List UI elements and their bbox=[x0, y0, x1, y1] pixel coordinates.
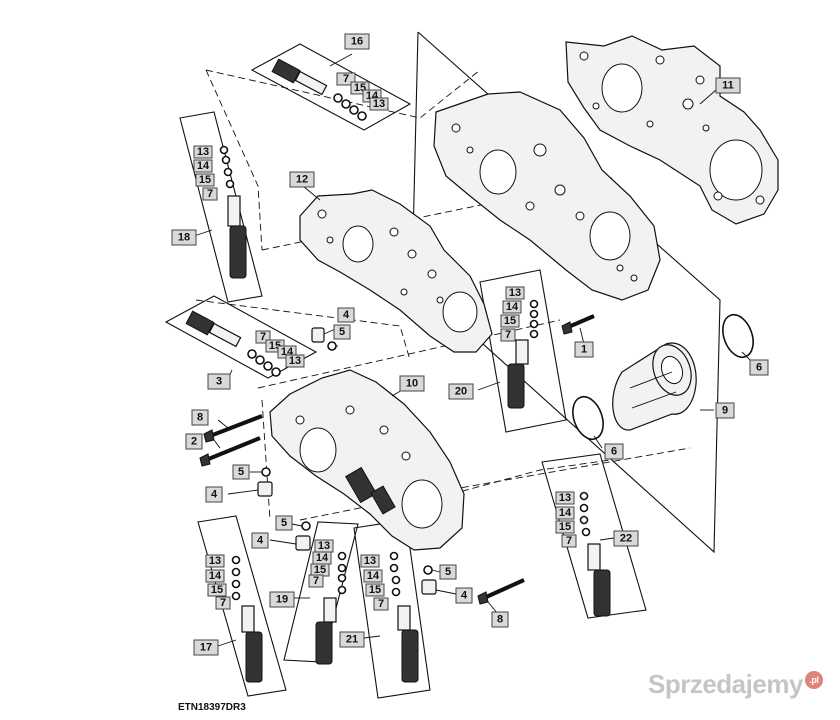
callout-7d: 7 bbox=[260, 331, 266, 343]
plugs bbox=[257, 327, 437, 595]
gasket-11 bbox=[565, 35, 779, 225]
callout-8a: 8 bbox=[197, 412, 203, 424]
callout-13d: 13 bbox=[289, 355, 301, 367]
frame-19 bbox=[283, 521, 359, 663]
callout-19: 19 bbox=[276, 594, 288, 606]
gasket-12 bbox=[299, 189, 493, 353]
bolt-8a-head bbox=[203, 429, 215, 443]
callout-4b: 4 bbox=[211, 489, 218, 501]
dash-line-left bbox=[205, 69, 263, 251]
callout-14c: 14 bbox=[506, 301, 519, 313]
callout-14f: 14 bbox=[209, 570, 222, 582]
callout-13b: 13 bbox=[197, 146, 209, 158]
callout-11: 11 bbox=[722, 80, 734, 92]
frame-22 bbox=[541, 453, 647, 619]
callout-7g: 7 bbox=[313, 575, 319, 587]
bolt-8b-shaft bbox=[483, 578, 525, 600]
leader-lines bbox=[193, 53, 753, 647]
piston-assembly bbox=[572, 313, 754, 441]
callout-15f: 15 bbox=[211, 584, 223, 596]
callout-14b: 14 bbox=[197, 160, 210, 172]
callout-4d: 4 bbox=[461, 590, 468, 602]
frame-17 bbox=[197, 515, 287, 697]
frame-20 bbox=[479, 269, 567, 433]
dash-line-low4 bbox=[429, 459, 611, 501]
figure-code: ETN18397DR3 bbox=[178, 702, 246, 713]
callout-2: 2 bbox=[191, 436, 197, 448]
callout-13f: 13 bbox=[209, 555, 221, 567]
callout-9: 9 bbox=[722, 405, 728, 417]
valve-housing-upper bbox=[433, 91, 661, 301]
callout-6b: 6 bbox=[611, 446, 617, 458]
callout-10: 10 bbox=[406, 378, 418, 390]
callout-14h: 14 bbox=[367, 570, 380, 582]
callout-5d: 5 bbox=[445, 566, 451, 578]
watermark-badge: .pl bbox=[804, 671, 823, 690]
callout-13a: 13 bbox=[373, 98, 385, 110]
callout-8b: 8 bbox=[497, 614, 503, 626]
callout-5a: 5 bbox=[339, 326, 345, 338]
callout-18: 18 bbox=[178, 232, 190, 244]
watermark-text: Sprzedajemy bbox=[648, 669, 803, 699]
callout-7c: 7 bbox=[505, 329, 511, 341]
bolt-2-shaft bbox=[205, 436, 261, 462]
bolt-1-head bbox=[561, 321, 573, 335]
callout-15e: 15 bbox=[559, 521, 571, 533]
frame-16 bbox=[250, 43, 412, 131]
callout-5c: 5 bbox=[281, 517, 287, 529]
frame-3 bbox=[164, 295, 318, 379]
callout-15g: 15 bbox=[314, 564, 326, 576]
callout-13e: 13 bbox=[559, 492, 571, 504]
callouts: 16 7 15 14 13 11 13 14 15 7 18 12 13 14 … bbox=[171, 33, 769, 656]
callout-3: 3 bbox=[216, 376, 222, 388]
callout-6a: 6 bbox=[756, 362, 762, 374]
callout-12: 12 bbox=[296, 174, 308, 186]
valve-body-10 bbox=[269, 369, 465, 551]
callout-21: 21 bbox=[346, 634, 358, 646]
callout-15b: 15 bbox=[199, 174, 211, 186]
callout-15c: 15 bbox=[504, 315, 516, 327]
callout-4a: 4 bbox=[343, 309, 350, 321]
bolts bbox=[199, 314, 595, 605]
callout-13g: 13 bbox=[318, 540, 330, 552]
dash-line-mid2 bbox=[195, 299, 411, 361]
callout-7f: 7 bbox=[220, 597, 226, 609]
callout-4c: 4 bbox=[257, 535, 264, 547]
dash-line-top bbox=[205, 69, 481, 119]
callout-13c: 13 bbox=[509, 287, 521, 299]
callout-20: 20 bbox=[455, 386, 467, 398]
callout-22: 22 bbox=[620, 533, 632, 545]
bolt-8b-head bbox=[477, 591, 489, 605]
callout-17: 17 bbox=[200, 642, 212, 654]
callout-7e: 7 bbox=[566, 535, 572, 547]
callout-15h: 15 bbox=[369, 584, 381, 596]
bolt-2-head bbox=[199, 453, 211, 467]
callout-14g: 14 bbox=[316, 552, 329, 564]
bolt-8a-shaft bbox=[209, 414, 263, 438]
frame-18 bbox=[179, 111, 263, 303]
watermark-logo: Sprzedajemy.pl bbox=[648, 669, 823, 700]
callout-1: 1 bbox=[581, 344, 587, 356]
callout-7b: 7 bbox=[207, 188, 213, 200]
callout-13h: 13 bbox=[364, 555, 376, 567]
callout-14e: 14 bbox=[559, 507, 572, 519]
callout-16: 16 bbox=[351, 36, 363, 48]
callout-7a: 7 bbox=[343, 73, 349, 85]
dash-line-low3 bbox=[261, 399, 271, 521]
callout-7h: 7 bbox=[378, 598, 384, 610]
callout-5b: 5 bbox=[238, 466, 244, 478]
solenoids bbox=[185, 58, 611, 683]
